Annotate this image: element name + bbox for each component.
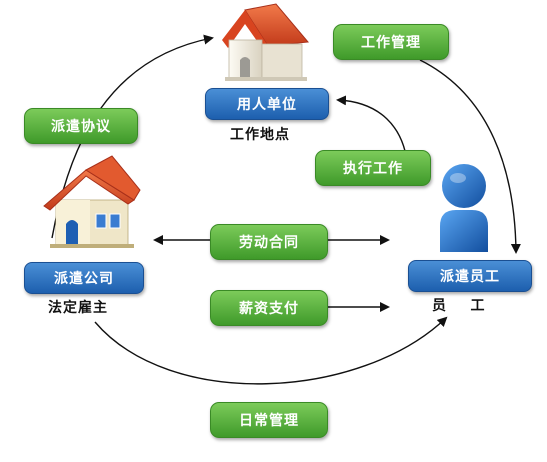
dispatch-company-house-icon [43,155,141,248]
dispatched-employee-label: 派遣员工 [408,260,532,292]
salary-payment-label: 薪资支付 [210,290,328,326]
work-management-label: 工作管理 [333,24,449,60]
dispatched-employee-caption: 员 工 [432,298,486,314]
dispatch-agreement-label: 派遣协议 [24,108,138,144]
labor-contract-label: 劳动合同 [210,224,328,260]
arrow-work-management [419,59,521,254]
employee-person-icon [440,164,488,252]
arrow-daily-management [94,316,448,385]
execute-work-label: 执行工作 [315,150,431,186]
daily-management-label: 日常管理 [210,402,328,438]
employer-unit-label: 用人单位 [205,88,329,120]
employer-house-icon [222,3,309,81]
dispatch-company-caption: 法定雇主 [48,300,108,316]
dispatch-company-label: 派遣公司 [24,262,144,294]
employer-unit-caption: 工作地点 [230,127,290,143]
